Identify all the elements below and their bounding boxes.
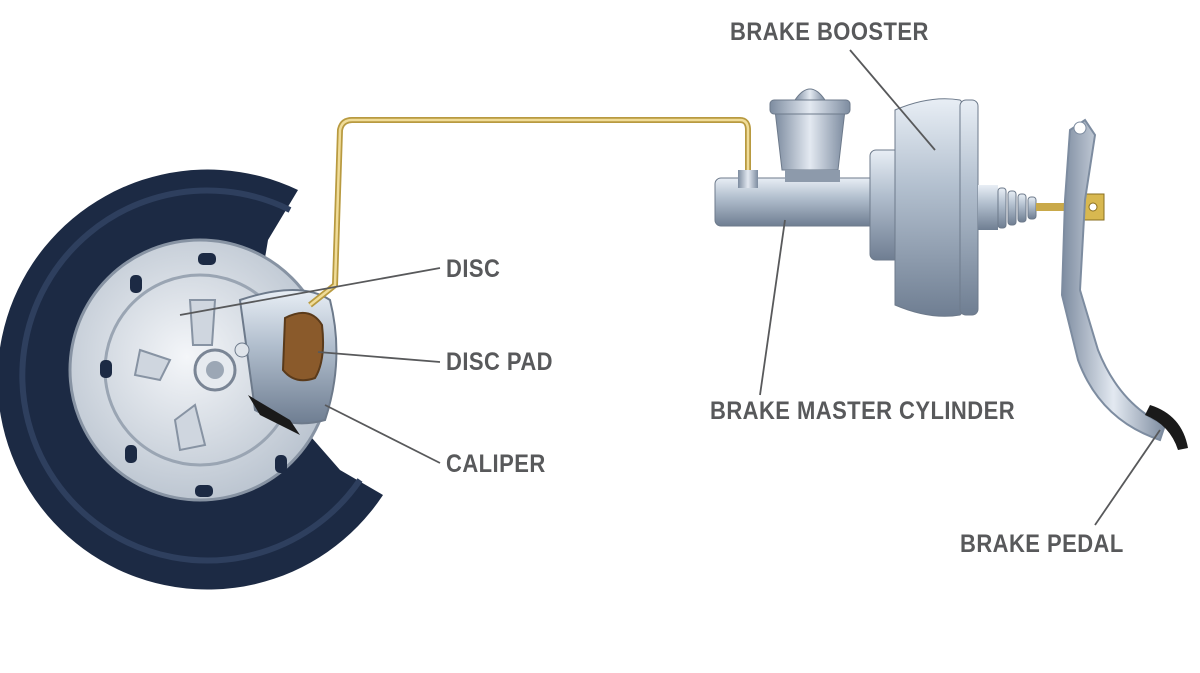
label-brake-booster: BRAKE BOOSTER: [730, 18, 929, 46]
brake-booster: [869, 98, 1105, 317]
master-cylinder: [714, 88, 886, 227]
label-disc: DISC: [446, 255, 501, 283]
label-brake-pedal: BRAKE PEDAL: [960, 530, 1124, 558]
leader-lines: [179, 49, 1161, 526]
label-brake-master-cylinder: BRAKE MASTER CYLINDER: [710, 397, 1016, 425]
brake-line: [308, 117, 751, 308]
brake-pedal: [1060, 118, 1188, 450]
caliper: [234, 289, 338, 435]
label-disc-pad: DISC PAD: [446, 348, 554, 376]
label-caliper: CALIPER: [446, 450, 546, 478]
disc-pad: [281, 311, 325, 382]
